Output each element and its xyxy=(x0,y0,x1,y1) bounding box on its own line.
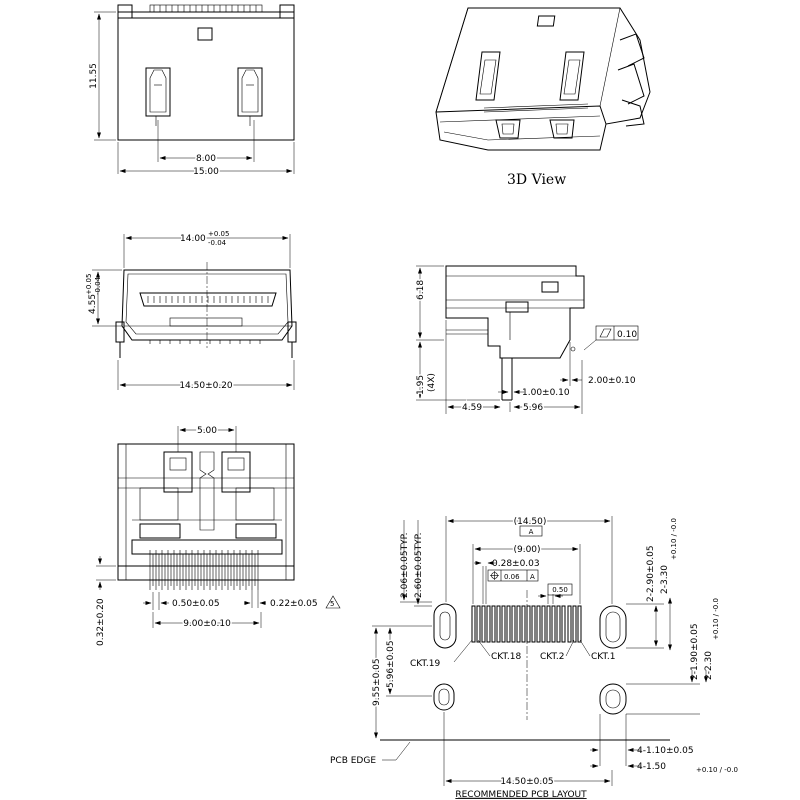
pcb-gdt-datum: A xyxy=(530,573,535,581)
top-view: 11.55 8.00 15.00 xyxy=(89,4,295,179)
iso-body xyxy=(435,7,651,151)
bottom-view-body xyxy=(117,443,295,581)
pcb-gdt-value: 0.06 xyxy=(504,573,520,581)
top-dim-height: 11.55 xyxy=(89,63,99,89)
pcb-label-ckt1: CKT.1 xyxy=(591,652,616,662)
pcb-dim-hole-b: 4-1.50 xyxy=(637,762,666,772)
pcb-dim-right-a: 2-2.90±0.05 xyxy=(646,545,656,602)
pcb-dim-v-b: 5.96±0.05 xyxy=(386,640,396,688)
latch-window-right xyxy=(237,67,263,117)
pcb-slot-bottom-left xyxy=(433,683,455,711)
front-dim-top-tol-minus: -0.04 xyxy=(208,239,227,247)
front-dim-left-tol-plus: +0.05 xyxy=(85,274,93,295)
side-dim-a: 4.59 xyxy=(462,403,482,413)
side-dim-height: 6.18 xyxy=(416,280,426,300)
front-dim-left: 4.55 xyxy=(88,294,98,314)
bottom-dim-pitch: 0.50±0.05 xyxy=(172,599,220,609)
pcb-slot-bottom-right xyxy=(599,683,627,715)
pcb-label-ckt19: CKT.19 xyxy=(410,659,441,669)
pcb-dim-right-d-tol: +0.10 / -0.0 xyxy=(712,598,720,640)
bottom-note-flag: 5 xyxy=(330,600,334,608)
pcb-dim-right-b: 2-3.30 xyxy=(660,565,670,594)
pcb-dim-pad-w: 0.28±0.03 xyxy=(492,559,540,569)
pcb-caption: RECOMMENDED PCB LAYOUT xyxy=(455,790,587,800)
pcb-dim-inner: (9.00) xyxy=(513,545,540,555)
top-dim-inner: 8.00 xyxy=(196,154,216,164)
side-dim-pin-len: 1.95 xyxy=(416,375,426,395)
top-view-body xyxy=(117,11,295,141)
side-dim-b: 5.96 xyxy=(523,403,543,413)
front-dim-bottom: 14.50±0.20 xyxy=(179,381,233,391)
iso-view: 3D View xyxy=(435,7,651,188)
front-dim-top-tol-plus: +0.05 xyxy=(208,230,229,238)
note-flag-triangle xyxy=(325,595,341,609)
side-dim-leg: 2.00±0.10 xyxy=(588,376,636,386)
pcb-label-ckt18: CKT.18 xyxy=(491,652,522,662)
pcb-dim-hole-b-tol: +0.10 / -0.0 xyxy=(696,766,738,774)
top-dim-width: 15.00 xyxy=(193,167,219,177)
pcb-pad-array xyxy=(471,605,582,643)
pcb-slot-top-left xyxy=(433,603,457,649)
pcb-dim-right-d: 2-2.30 xyxy=(704,651,714,680)
front-dim-top: 14.00 xyxy=(180,234,206,244)
pcb-datum: A xyxy=(529,528,534,536)
pcb-slot-top-right xyxy=(599,605,627,649)
pcb-dim-hole-a: 4-1.10±0.05 xyxy=(637,746,694,756)
bottom-view: 5.00 0.50±0.05 0.22±0.05 5 9.00±0.10 0.3… xyxy=(96,425,341,646)
pcb-dim-bottom: 14.50±0.05 xyxy=(500,777,553,787)
bottom-dim-pin-w: 0.22±0.05 xyxy=(270,599,318,609)
bottom-dim-top: 5.00 xyxy=(197,426,217,436)
pcb-dim-left-b: 2.60±0.05TYP. xyxy=(414,532,424,598)
bottom-dim-side: 0.32±0.20 xyxy=(96,598,106,646)
iso-caption: 3D View xyxy=(507,172,566,188)
latch-window-left xyxy=(145,67,171,117)
side-view: 0.10 6.18 1.95 (4X) 2.00±0.10 1.00±0.10 … xyxy=(415,265,639,415)
side-dim-flat: 0.10 xyxy=(617,330,637,340)
front-tongue xyxy=(139,292,277,307)
pcb-label-ckt2: CKT.2 xyxy=(540,652,565,662)
front-dim-left-tol-minus: -0.04 xyxy=(94,276,102,295)
pcb-dim-pitch-box: 0.50 xyxy=(552,586,568,594)
pcb-dim-v-a: 9.55±0.05 xyxy=(372,658,382,706)
pcb-dim-outer: (14.50) xyxy=(514,517,547,527)
side-dim-pin-w: 1.00±0.10 xyxy=(522,388,570,398)
side-dim-pin-len-note: (4X) xyxy=(427,373,437,392)
pcb-dim-right-b-tol: +0.10 / -0.0 xyxy=(670,518,678,560)
pcb-label-edge: PCB EDGE xyxy=(330,756,376,766)
pcb-layout-view: (14.50) A (9.00) 0.28±0.03 0.06 A 0.50 2… xyxy=(330,516,738,800)
front-view: 14.00 +0.05 -0.04 4.55 +0.05 -0.04 14.50… xyxy=(85,230,297,393)
pcb-dim-left-a: 2.06±0.05TYP. xyxy=(400,532,410,598)
bottom-dim-span: 9.00±0.10 xyxy=(183,619,231,629)
pcb-dim-right-c: 2-1.90±0.05 xyxy=(690,623,700,680)
